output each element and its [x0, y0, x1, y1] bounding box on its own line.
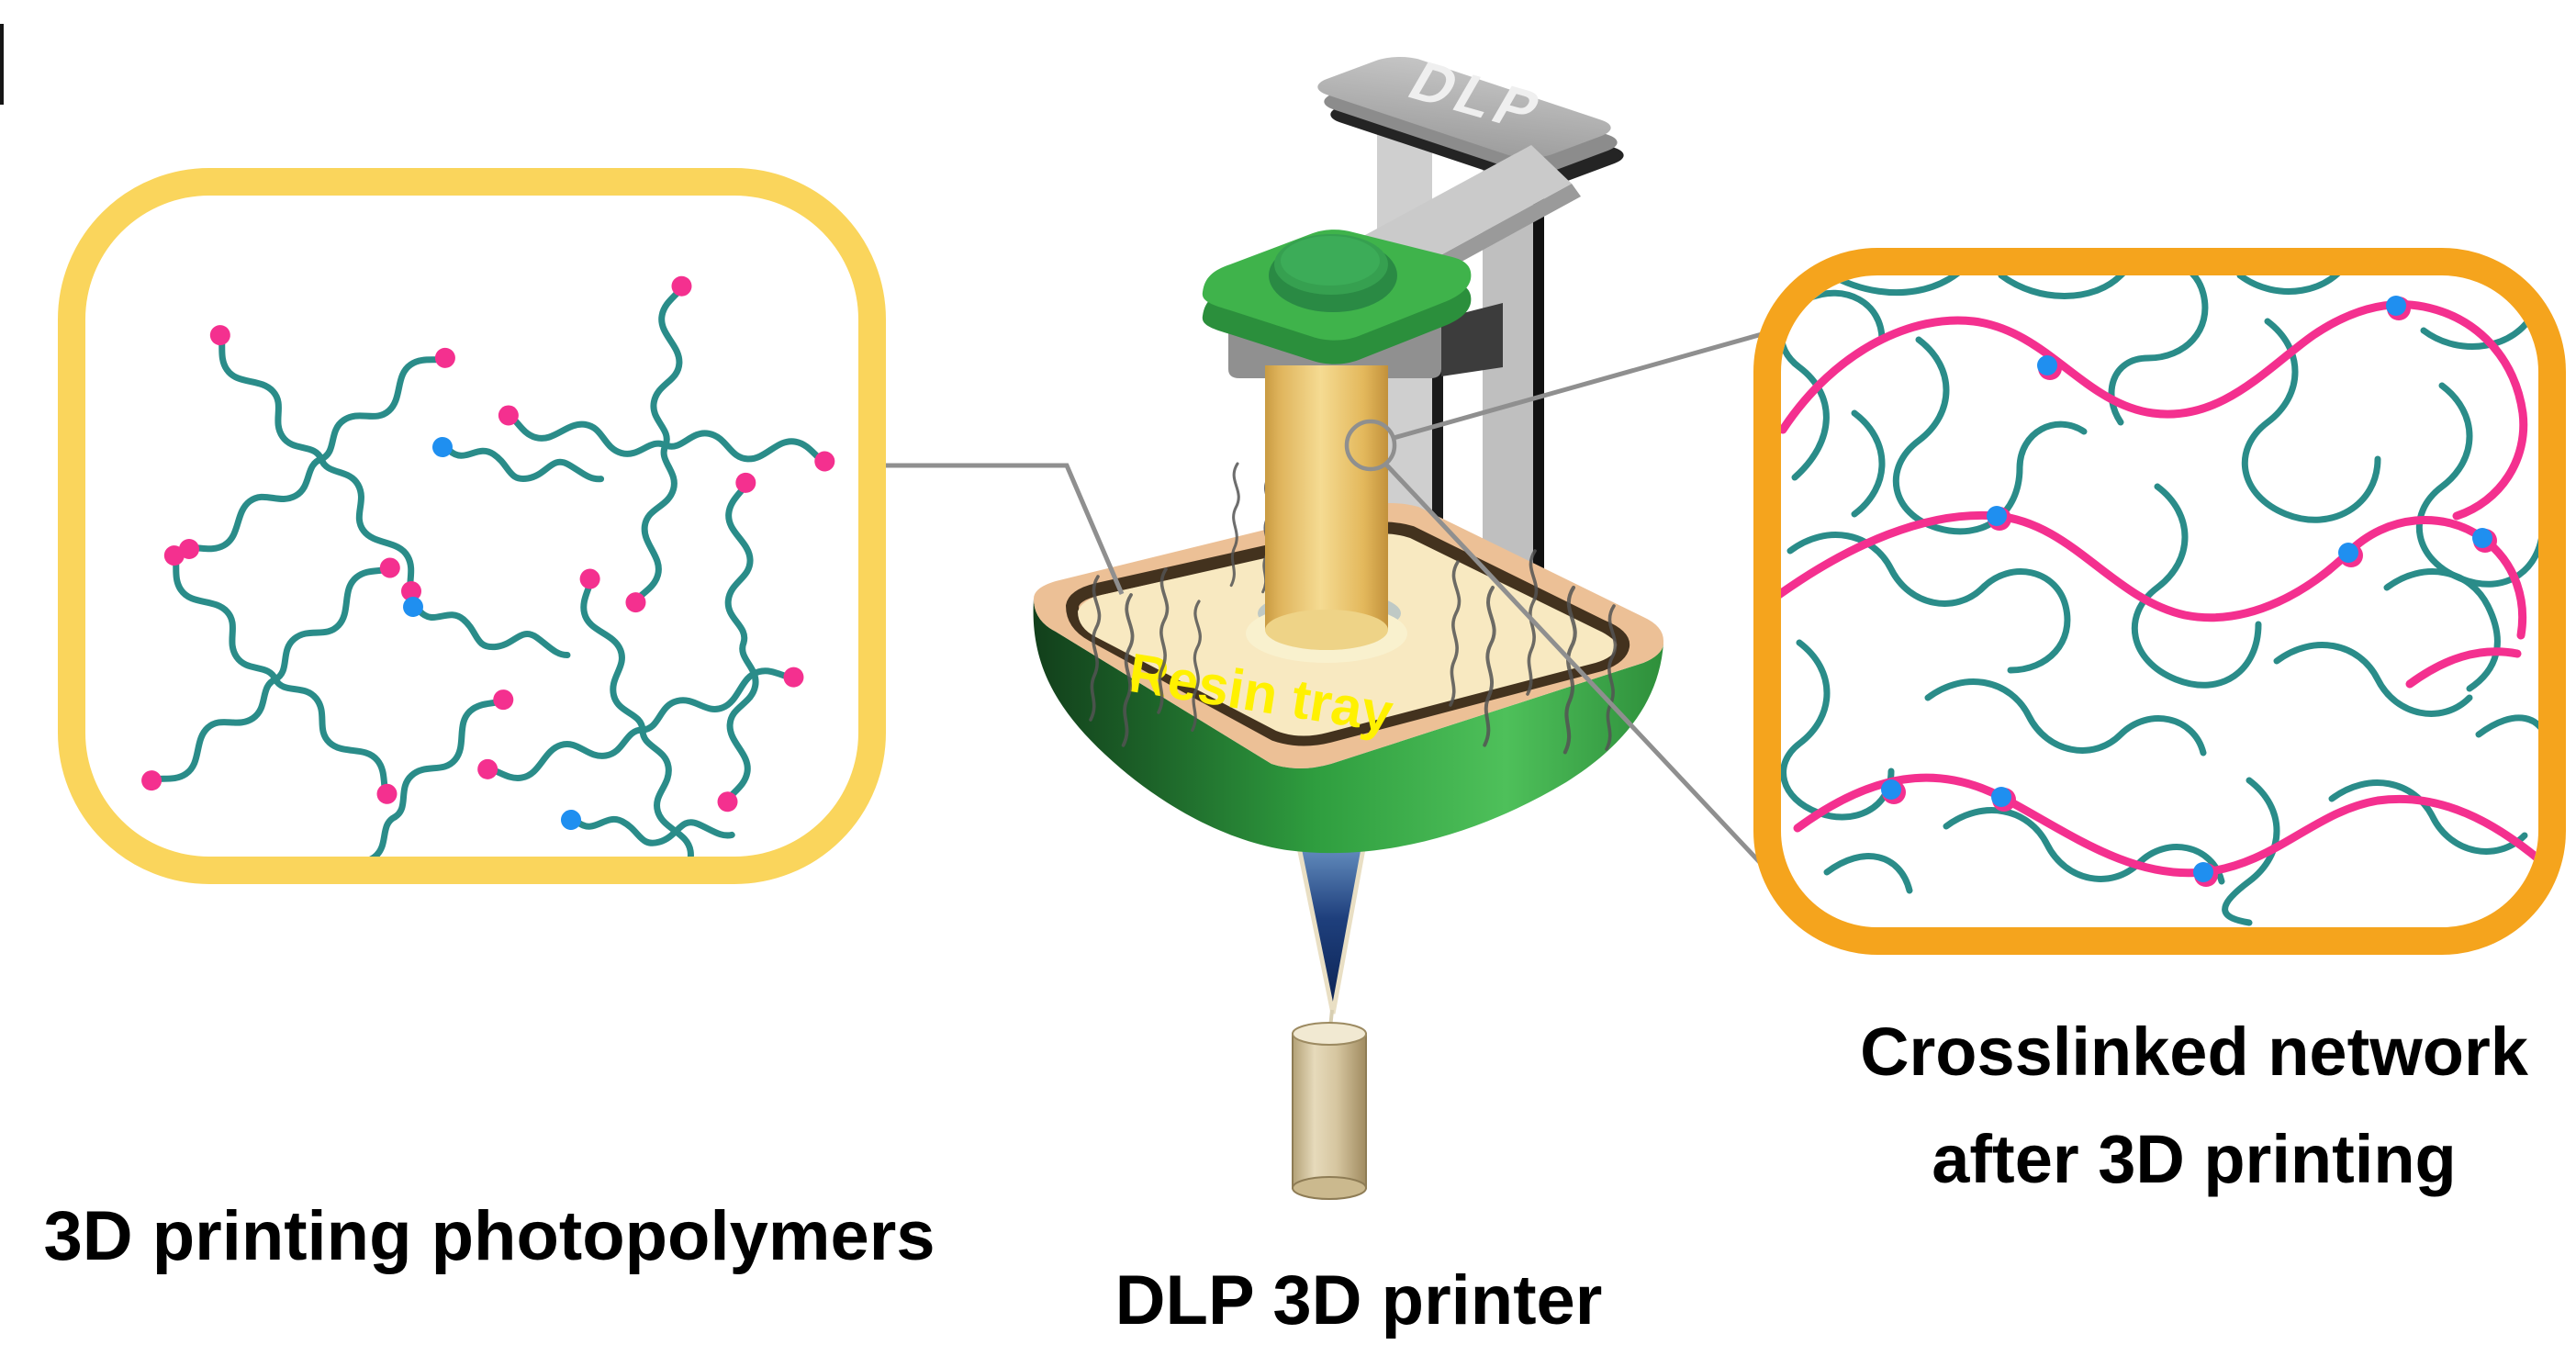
- connector-line-bottom: [1384, 463, 1799, 904]
- dlp-plate-top-face: [1317, 57, 1611, 158]
- column-back-shadow-edge: [1533, 145, 1544, 606]
- dlp-plate: DLP: [1317, 50, 1624, 185]
- printed-cylinder: [1265, 365, 1388, 630]
- right-panel-frame: [1753, 248, 2566, 955]
- tray-outer-wall: [1033, 599, 1663, 854]
- build-platform: [1202, 230, 1503, 378]
- printer-caption: DLP 3D printer: [1115, 1261, 1603, 1339]
- platform-block-shadow: [1441, 303, 1503, 376]
- crosslinked-network-panel: [1753, 248, 2566, 955]
- plate-knob-face: [1281, 236, 1380, 286]
- frame-corner-mark: [0, 24, 4, 105]
- connector-line-left-panel: [874, 463, 1125, 595]
- dlp-printer: DLP Resin tray: [1033, 50, 1663, 1200]
- right-panel-caption-line1: Crosslinked network: [1860, 1014, 2529, 1090]
- right-panel-caption-line2: after 3D printing: [1932, 1121, 2456, 1197]
- printed-cylinder-bottom: [1265, 610, 1388, 650]
- projector-lens: [1292, 1009, 1367, 1200]
- zoom-circle: [1344, 419, 1397, 472]
- printed-part: [1246, 365, 1407, 663]
- photopolymer-panel: [58, 168, 886, 884]
- left-panel-caption: 3D printing photopolymers: [43, 1197, 935, 1275]
- network-content: [1781, 275, 2538, 926]
- left-panel-frame: [58, 168, 886, 884]
